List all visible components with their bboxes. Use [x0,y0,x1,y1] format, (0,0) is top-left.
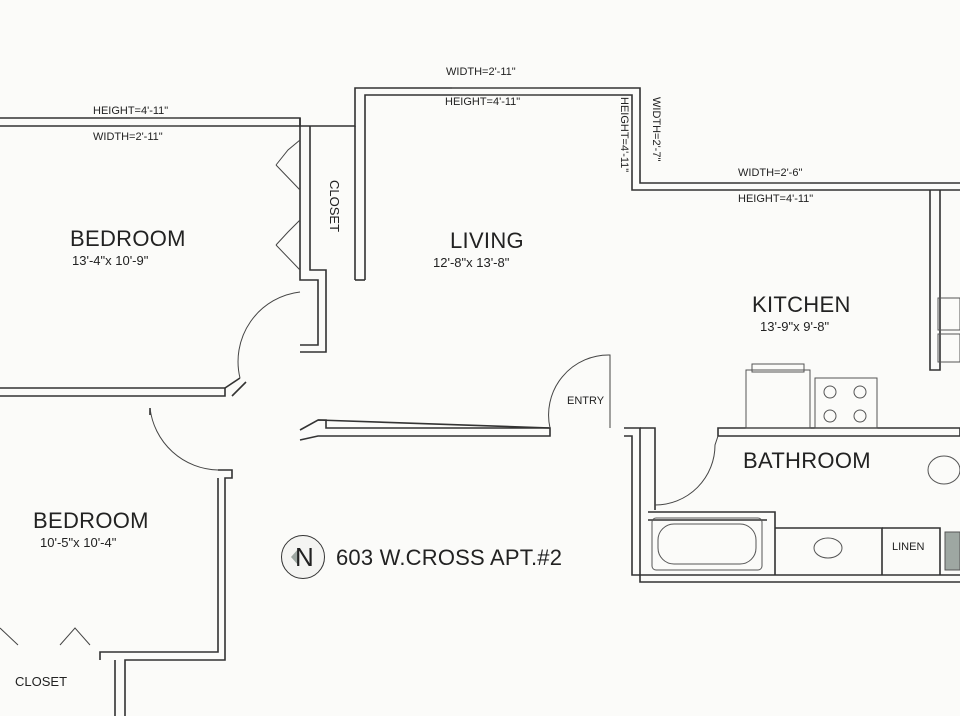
address-title: 603 W.CROSS APT.#2 [336,545,563,570]
room-dims-living: 12'-8"x 13'-8" [433,255,510,270]
room-name-living: LIVING [450,228,524,253]
window-width-left: WIDTH=2'-11" [93,131,163,143]
north-compass-icon: N [281,535,325,579]
interior-walls [0,126,960,716]
window-height-kitchen: HEIGHT=4'-11" [738,193,814,205]
window-width-top: WIDTH=2'-11" [446,66,516,78]
window-height-top: HEIGHT=4'-11" [445,96,521,108]
window-marks [130,87,810,191]
door-swings [0,139,719,646]
compass-letter: N [295,542,314,572]
window-width-side: WIDTH=2'-7" [650,97,662,162]
window-width-kitchen: WIDTH=2'-6" [738,167,803,179]
window-height-left: HEIGHT=4'-11" [93,105,169,117]
kitchen-fixtures [745,297,960,429]
room-name-closet-2: CLOSET [15,674,68,689]
entry-label: ENTRY [567,395,605,407]
bathroom-fixtures [651,455,960,571]
room-name-bedroom-2: BEDROOM [33,508,149,533]
room-name-bedroom-1: BEDROOM [70,226,186,251]
window-height-side: HEIGHT=4'-11" [618,97,630,173]
room-name-closet-1: CLOSET [327,180,342,233]
room-name-linen: LINEN [892,541,925,553]
room-name-kitchen: KITCHEN [752,292,851,317]
room-dims-bedroom-1: 13'-4"x 10'-9" [72,253,149,268]
room-dims-bedroom-2: 10'-5"x 10'-4" [40,535,117,550]
room-name-bathroom: BATHROOM [743,448,871,473]
room-dims-kitchen: 13'-9"x 9'-8" [760,319,830,334]
